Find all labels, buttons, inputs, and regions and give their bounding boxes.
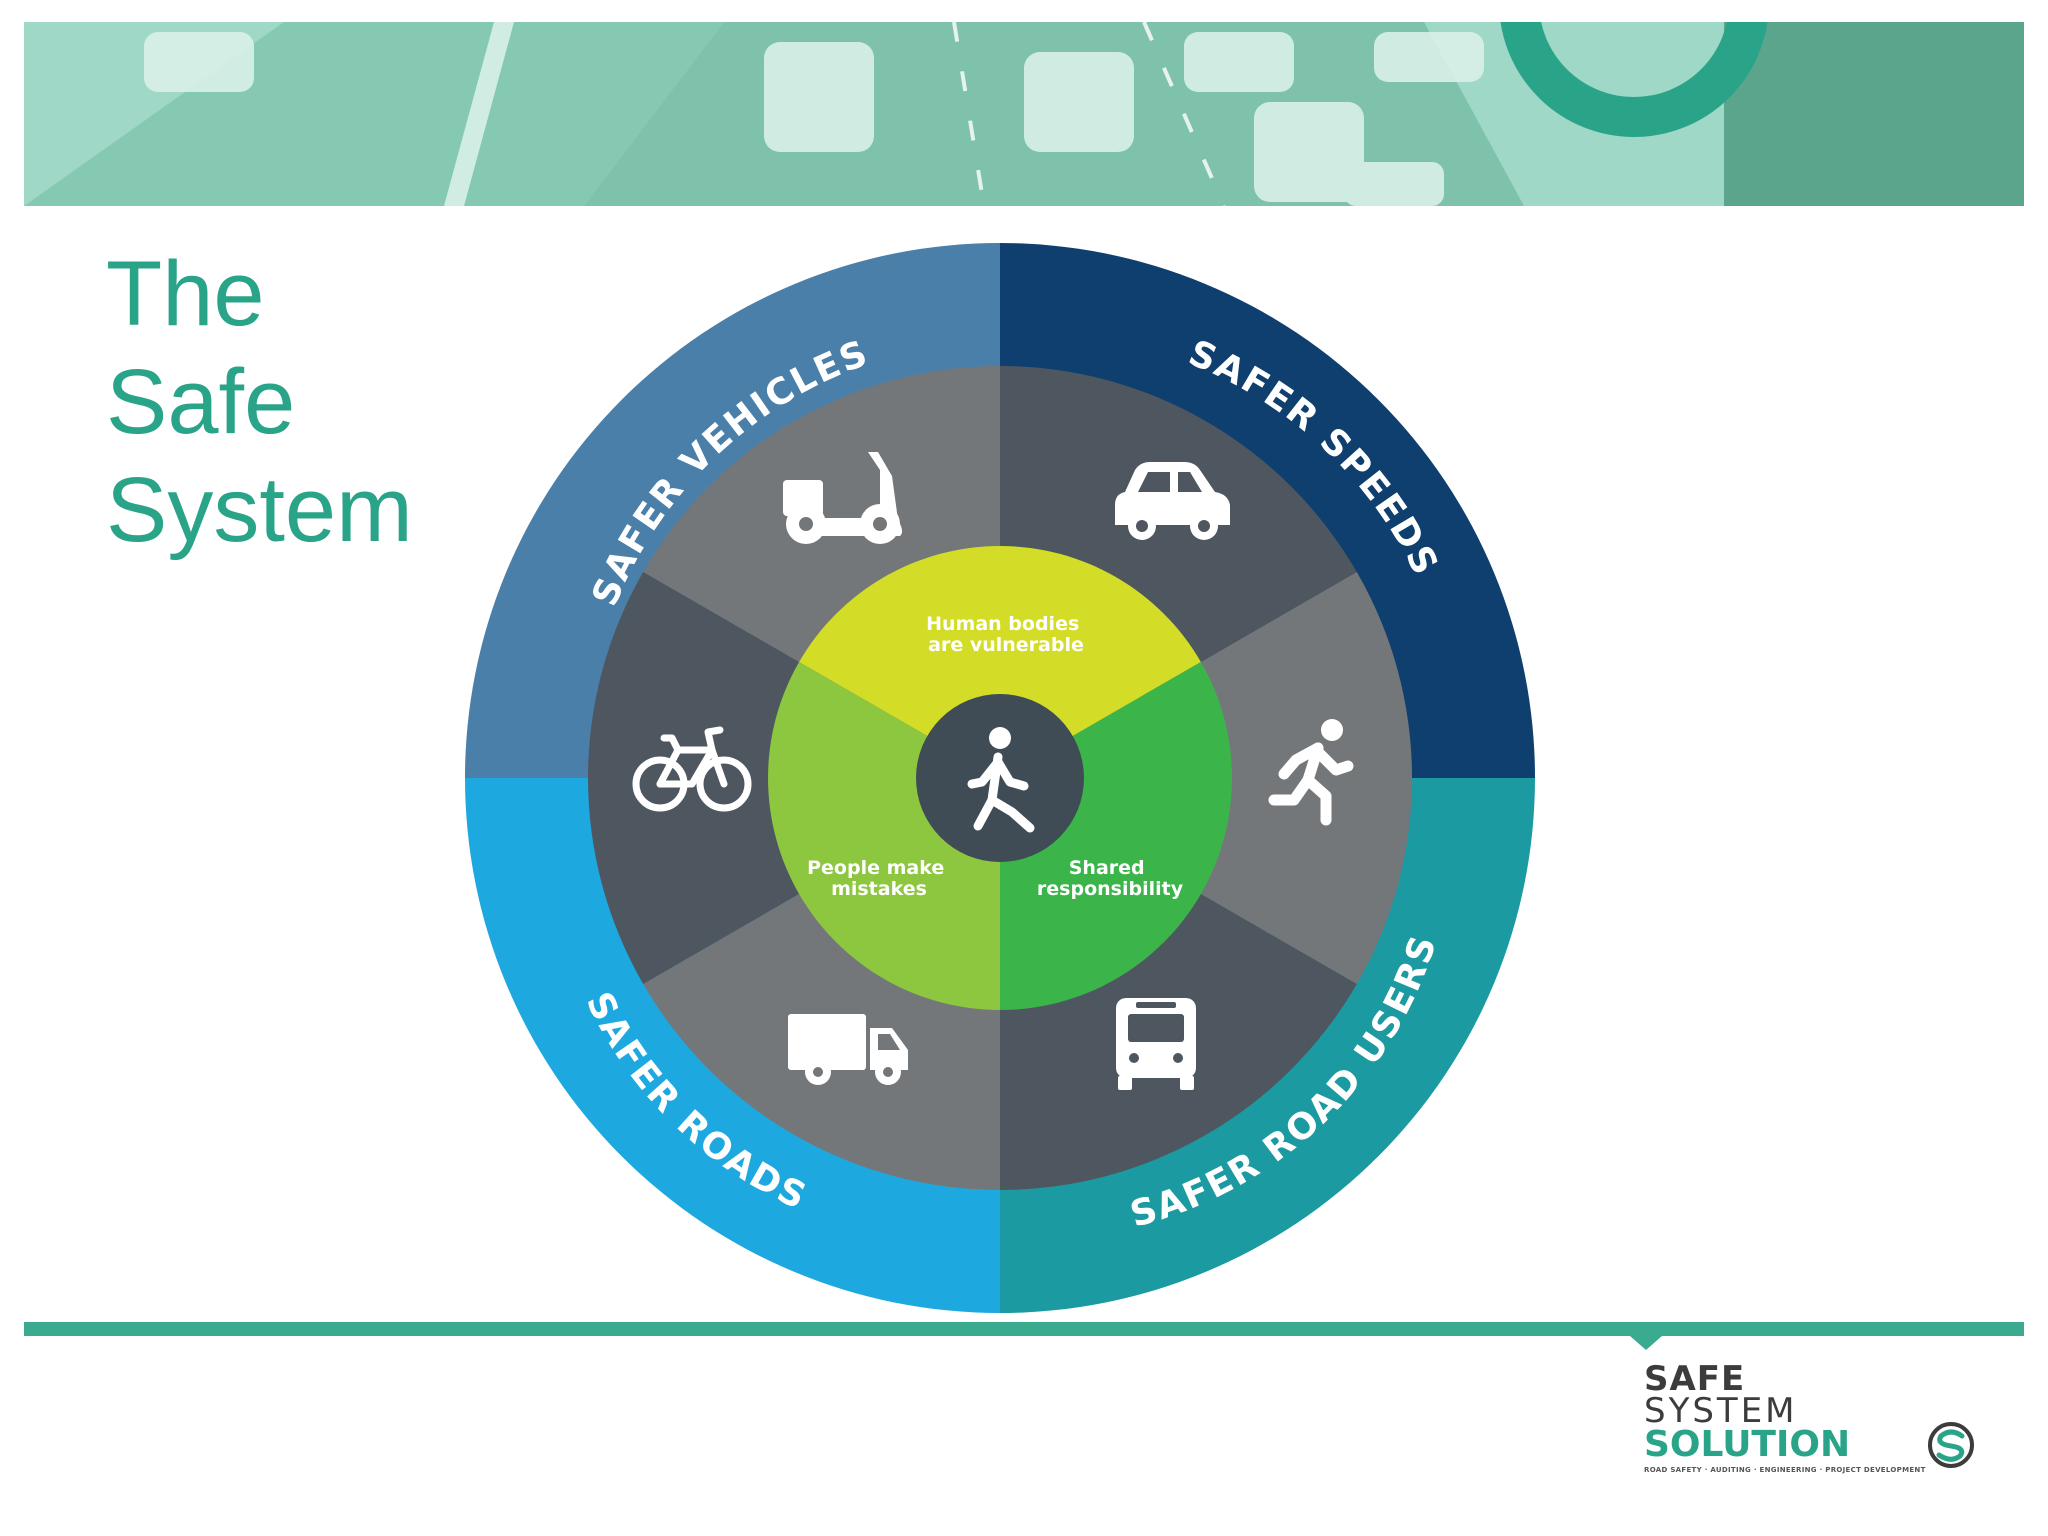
truck-icon xyxy=(788,1014,908,1085)
footer-divider xyxy=(24,1322,2024,1336)
road-photo xyxy=(24,22,2024,206)
footer-divider-notch xyxy=(1630,1336,1662,1350)
walking-person-icon xyxy=(967,727,1035,833)
logo-word-system: SYSTEM xyxy=(1644,1391,1798,1431)
label-people-make-mistakes: People make mistakes xyxy=(807,857,951,900)
slide-title: The Safe System xyxy=(106,240,413,564)
running-person-icon xyxy=(1268,719,1354,826)
header-banner-image xyxy=(24,22,2024,206)
label-human-bodies: Human bodies are vulnerable xyxy=(926,613,1086,656)
bus-icon xyxy=(1116,998,1196,1090)
logo-word-safe: SAFE xyxy=(1644,1359,1746,1399)
logo-s-mark-icon xyxy=(1928,1422,1974,1468)
bicycle-icon xyxy=(632,726,752,812)
company-logo: SAFE SYSTEM SOLUTION ROAD SAFETY · AUDIT… xyxy=(1644,1362,1984,1480)
scooter-icon xyxy=(783,452,903,544)
inner-segment-human-bodies xyxy=(799,546,1201,778)
logo-word-solutions: SOLUTION xyxy=(1644,1424,1851,1465)
title-line: The xyxy=(106,243,265,345)
car-icon xyxy=(1115,462,1230,540)
center-disc xyxy=(916,694,1084,862)
title-line: Safe xyxy=(106,351,296,453)
logo-tagline: ROAD SAFETY · AUDITING · ENGINEERING · P… xyxy=(1644,1466,1926,1474)
label-shared-responsibility: Shared responsibility xyxy=(1037,857,1184,900)
title-line: System xyxy=(106,459,413,561)
